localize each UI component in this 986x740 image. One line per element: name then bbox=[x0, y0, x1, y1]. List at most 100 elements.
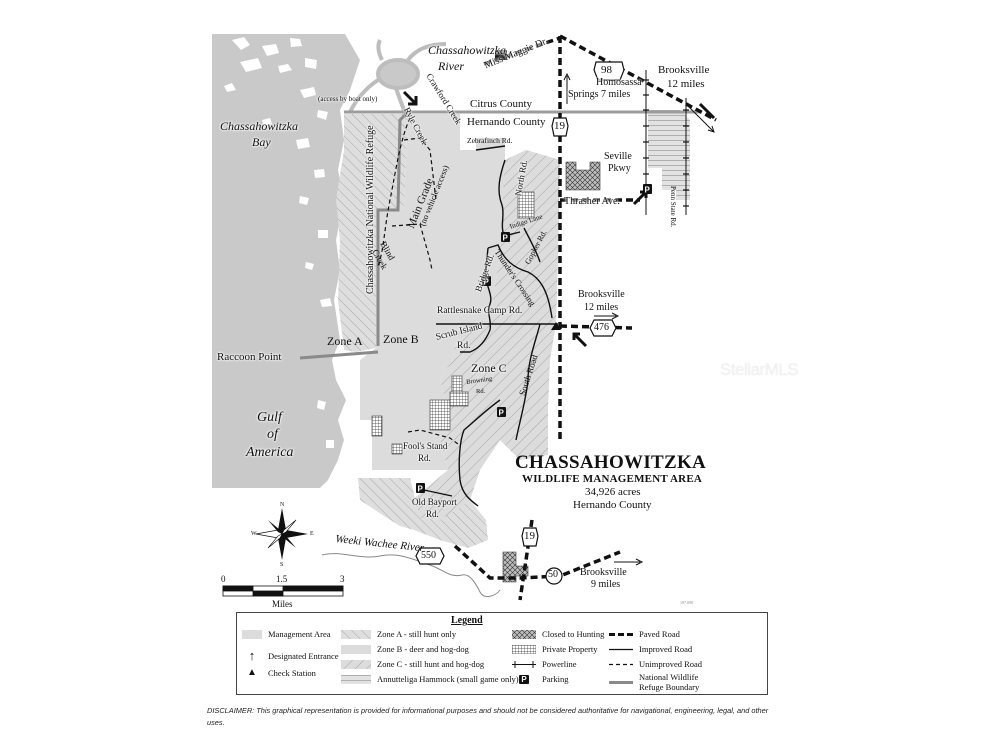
fools-stand-label: Fool's Stand bbox=[403, 441, 448, 451]
watermark: StellarMLS bbox=[720, 360, 799, 379]
svg-text:P: P bbox=[503, 234, 509, 243]
homosassa-label-2: Springs 7 miles bbox=[568, 89, 631, 100]
penn-state-label: Penn State Rd. bbox=[669, 186, 677, 228]
powerline-icon bbox=[512, 660, 536, 668]
browning-rd-label-2: Rd. bbox=[476, 388, 486, 395]
zone-b-south-lobe bbox=[358, 478, 488, 548]
old-bayport-label-2: Rd. bbox=[426, 509, 439, 519]
legend-management-area: Management Area bbox=[242, 629, 331, 639]
brooksville-east-label-2: 12 miles bbox=[584, 302, 619, 313]
us19-north-shield-label: 19 bbox=[554, 120, 565, 132]
homosassa-label: Homosassa bbox=[596, 77, 642, 88]
zone-b-label: Zone B bbox=[383, 332, 419, 346]
sr550-shield-label: 550 bbox=[421, 550, 436, 561]
legend-paved-road: Paved Road bbox=[609, 629, 680, 639]
county-name: Hernando County bbox=[573, 499, 652, 511]
parking-glyphs: P P P P P bbox=[418, 186, 651, 494]
horizontal-lines-swatch bbox=[341, 674, 371, 684]
compass-rose bbox=[255, 508, 308, 560]
svg-text:P: P bbox=[499, 409, 505, 418]
disclaimer: DISCLAIMER: This graphical representatio… bbox=[207, 706, 769, 727]
scale-bar bbox=[222, 585, 344, 597]
brooksville-south-label: Brooksville bbox=[580, 567, 627, 578]
up-arrow-icon: ↑ bbox=[248, 648, 256, 663]
legend-unimproved-road: Unimproved Road bbox=[609, 659, 702, 669]
scale-unit: Miles bbox=[272, 599, 293, 609]
legend-powerline: Powerline bbox=[512, 659, 576, 669]
refuge-boundary bbox=[299, 110, 410, 360]
bay-label-2: Bay bbox=[252, 135, 271, 149]
map-title: CHASSAHOWITZKA bbox=[515, 452, 707, 473]
legend-zone-c: Zone C - still hunt and hog-dog bbox=[341, 659, 484, 669]
hernando-county-label: Hernando County bbox=[467, 116, 546, 128]
closed-to-hunting-seville bbox=[565, 161, 601, 191]
brooksville-north-label-2: 12 miles bbox=[667, 78, 705, 90]
unimproved-roads bbox=[377, 117, 459, 445]
weeki-wachee-river bbox=[321, 553, 501, 597]
gray-fill-swatch bbox=[341, 644, 371, 654]
legend-private-property: Private Property bbox=[512, 644, 597, 654]
zebrafinch-label: Zebrafinch Rd. bbox=[467, 136, 513, 145]
compass-w: W bbox=[251, 531, 257, 537]
seville-label: Seville bbox=[604, 151, 632, 162]
entrance-arrows bbox=[402, 90, 716, 348]
fools-stand-label-2: Rd. bbox=[418, 453, 431, 463]
closed-to-hunting-south bbox=[502, 551, 529, 583]
direction-arrows bbox=[563, 72, 715, 566]
gulf-label-3: America bbox=[246, 445, 294, 460]
brooksville-east-label: Brooksville bbox=[578, 289, 625, 300]
legend-annutteliga: Annutteliga Hammock (small game only) bbox=[341, 674, 519, 684]
map-code: 197.000 bbox=[680, 600, 693, 605]
chassahowitzka-river-shape bbox=[348, 39, 447, 113]
legend-zone-a: Zone A - still hunt only bbox=[341, 629, 456, 639]
legend-designated-entrance: ↑ Designated Entrance bbox=[242, 648, 339, 664]
scrub-island-label-2: Rd. bbox=[457, 341, 471, 351]
scale-tick-0: 0 bbox=[221, 574, 226, 584]
rattlesnake-label: Rattlesnake Camp Rd. bbox=[437, 306, 523, 316]
raccoon-point-label: Raccoon Point bbox=[217, 351, 282, 363]
dashed-line-icon bbox=[609, 663, 633, 665]
solid-line-icon bbox=[609, 648, 633, 650]
legend: Legend Management Area ↑ Designated Entr… bbox=[236, 612, 768, 695]
seville-label-2: Pkwy bbox=[608, 163, 631, 174]
legend-parking: P Parking bbox=[519, 674, 569, 684]
bay-label: Chassahowitzka bbox=[220, 119, 299, 133]
acreage: 34,926 acres bbox=[585, 486, 641, 498]
sr476-shield-label: 476 bbox=[594, 322, 609, 333]
check-station-icon bbox=[551, 322, 561, 330]
river-label: Chassahowitzka bbox=[428, 43, 507, 57]
legend-zone-b: Zone B - deer and hog-dog bbox=[341, 644, 469, 654]
zone-a-label: Zone A bbox=[327, 334, 363, 348]
triangle-icon: ▲ bbox=[247, 667, 257, 678]
compass-e: E bbox=[310, 531, 314, 537]
legend-check-station: ▲ Check Station bbox=[242, 667, 316, 678]
svg-text:P: P bbox=[645, 186, 651, 195]
gulf-label: Gulf bbox=[257, 410, 282, 425]
map-subtitle: WILDLIFE MANAGEMENT AREA bbox=[522, 473, 703, 485]
scale-tick-3: 3 bbox=[340, 574, 345, 584]
wide-hatch-swatch bbox=[341, 659, 371, 669]
grid-swatch bbox=[512, 644, 536, 654]
parking-icon: P bbox=[519, 674, 529, 684]
gulf-label-2: of bbox=[267, 427, 278, 442]
private-property bbox=[371, 191, 535, 455]
route-shields bbox=[415, 61, 625, 585]
old-bayport-label: Old Bayport bbox=[412, 497, 457, 507]
brooksville-south-label-2: 9 miles bbox=[591, 579, 621, 590]
thrasher-ave-label: Thrasher Ave. bbox=[564, 196, 620, 207]
gray-fill-swatch bbox=[242, 629, 262, 639]
crosshatch-swatch bbox=[512, 629, 536, 639]
us98-shield-label: 98 bbox=[601, 64, 612, 76]
svg-text:P: P bbox=[418, 485, 424, 494]
legend-closed-to-hunting: Closed to Hunting bbox=[512, 629, 604, 639]
annutteliga-hammock-area bbox=[648, 110, 690, 200]
diagonal-hatch-swatch bbox=[341, 629, 371, 639]
compass-n: N bbox=[280, 502, 285, 508]
legend-improved-road: Improved Road bbox=[609, 644, 692, 654]
paved-road-icon bbox=[609, 632, 633, 636]
refuge-label: Chassahowitzka National Wildlife Refuge bbox=[365, 125, 376, 294]
gulf-water bbox=[212, 34, 360, 488]
river-label-2: River bbox=[438, 59, 464, 73]
svg-text:P: P bbox=[484, 278, 490, 287]
